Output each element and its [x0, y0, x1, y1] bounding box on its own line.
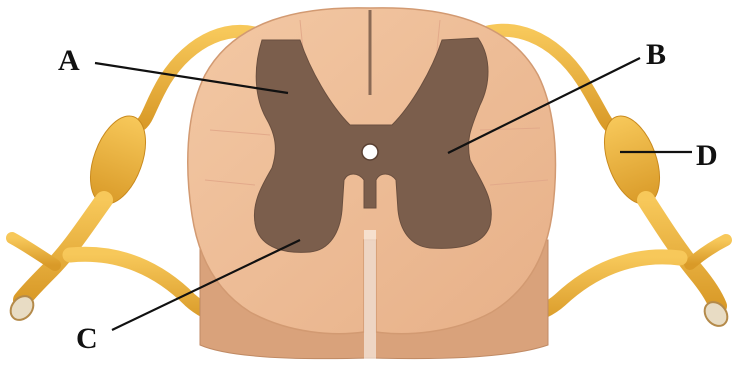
- right-nerve-branch: [690, 240, 726, 264]
- label-c: C: [76, 322, 98, 355]
- central-canal: [362, 144, 378, 160]
- right-nerve-cut-end: [700, 298, 732, 331]
- left-nerve-branch: [12, 238, 55, 265]
- label-d: D: [696, 139, 718, 172]
- ventral-median-fissure: [364, 230, 376, 360]
- label-a: A: [58, 44, 80, 77]
- label-b: B: [646, 38, 666, 71]
